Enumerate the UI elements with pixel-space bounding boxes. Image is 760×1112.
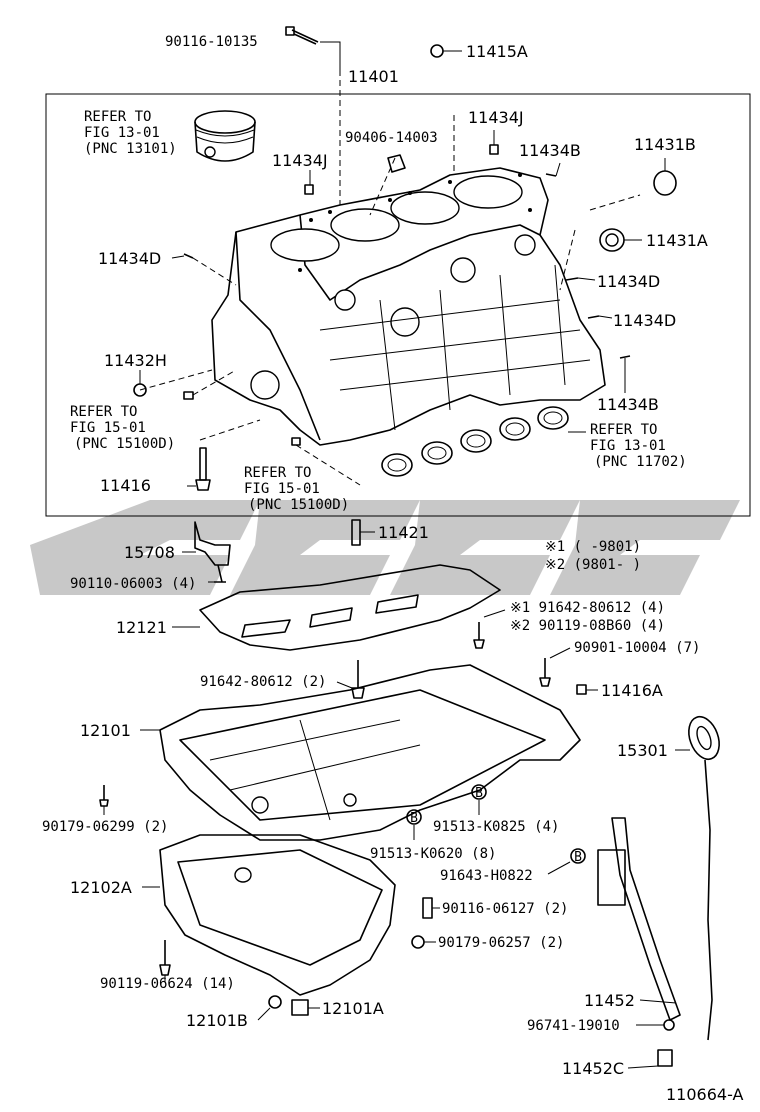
- label-11431B: 11431B: [634, 135, 696, 154]
- crank-bearings-drawing: [381, 406, 569, 477]
- label-refer4-line1: REFER TO: [244, 465, 311, 481]
- pin-11421-shape: [351, 519, 361, 546]
- label-11452C: 11452C: [562, 1059, 624, 1078]
- label-refer2-line2: FIG 15-01: [70, 420, 146, 436]
- label-11421: 11421: [378, 523, 429, 542]
- label-90406-14003: 90406-14003: [345, 130, 438, 146]
- svg-text:B: B: [475, 786, 483, 801]
- cylinder-bore-3: [390, 191, 460, 225]
- label-11434B-top: 11434B: [519, 141, 581, 160]
- svg-text:B: B: [410, 811, 418, 826]
- lower-oil-pan-12102A-drawing: [159, 834, 396, 996]
- label-11434J-left: 11434J: [272, 151, 328, 170]
- piston-drawing: [194, 110, 256, 162]
- label-11434J-right: 11434J: [468, 108, 524, 127]
- label-12101B: 12101B: [186, 1011, 248, 1030]
- oil-pan-12101-drawing: [159, 664, 581, 841]
- label-96741-19010: 96741-19010: [527, 1018, 620, 1034]
- label-refer4-line3: (PNC 15100D): [248, 497, 349, 513]
- cylinder-bore-2: [330, 208, 400, 242]
- label-11452: 11452: [584, 991, 635, 1010]
- label-91513-K0620: 91513-K0620 (8): [370, 846, 496, 862]
- label-91642-80612-2: 91642-80612 (2): [200, 674, 326, 690]
- badge-b-2: B: [406, 809, 422, 826]
- label-note1: ※1 ( -9801): [545, 539, 641, 555]
- label-11415A: 11415A: [466, 42, 528, 61]
- label-refer2-line3: (PNC 15100D): [74, 436, 175, 452]
- label-12101A: 12101A: [322, 999, 384, 1018]
- label-90901-10004: 90901-10004 (7): [574, 640, 700, 656]
- label-refer4-line2: FIG 15-01: [244, 481, 320, 497]
- label-refer1-line2: FIG 13-01: [84, 125, 160, 141]
- dipstick-15301-drawing: [688, 715, 720, 1041]
- label-refer3-line2: FIG 13-01: [590, 438, 666, 454]
- label-12102A: 12102A: [70, 878, 132, 897]
- label-90119-08B60: ※2 90119-08B60 (4): [510, 618, 665, 634]
- label-refer3-line1: REFER TO: [590, 422, 657, 438]
- bracket-15708-drawing: [194, 521, 231, 583]
- watermark-shape: [30, 500, 740, 595]
- label-91642-80612-4: ※1 91642-80612 (4): [510, 600, 665, 616]
- svg-text:B: B: [574, 850, 582, 865]
- cylinder-bore-4: [453, 175, 523, 209]
- label-11416A: 11416A: [601, 681, 663, 700]
- label-11401: 11401: [348, 67, 399, 86]
- label-11434D-left: 11434D: [98, 249, 161, 268]
- label-note2: ※2 (9801- ): [545, 557, 641, 573]
- label-91643-H0822: 91643-H0822: [440, 868, 533, 884]
- label-12121: 12121: [116, 618, 167, 637]
- lower-small-parts: [99, 622, 675, 1067]
- label-11432H: 11432H: [104, 351, 167, 370]
- label-90179-06257: 90179-06257 (2): [438, 935, 564, 951]
- label-refer2-line1: REFER TO: [70, 404, 137, 420]
- block-small-parts: [133, 26, 677, 491]
- label-11434D-right: 11434D: [613, 311, 676, 330]
- cylinder-bore-1: [270, 228, 340, 262]
- label-90119-06624: 90119-06624 (14): [100, 976, 235, 992]
- label-11416: 11416: [100, 476, 151, 495]
- label-refer1-line3: (PNC 13101): [84, 141, 177, 157]
- label-15708: 15708: [124, 543, 175, 562]
- label-11431A: 11431A: [646, 231, 708, 250]
- label-91513-K0825: 91513-K0825 (4): [433, 819, 559, 835]
- label-refer1-line1: REFER TO: [84, 109, 151, 125]
- label-12101: 12101: [80, 721, 131, 740]
- dipstick-guide-11452-drawing: [597, 817, 681, 1021]
- cylinder-block-drawing: [211, 167, 606, 446]
- diagram-id: 110664-A: [666, 1085, 744, 1104]
- label-90179-06299: 90179-06299 (2): [42, 819, 168, 835]
- leader-lines: [103, 41, 690, 1069]
- badge-b-3: B: [570, 848, 586, 865]
- block-group-frame: [45, 93, 751, 517]
- label-15301: 15301: [617, 741, 668, 760]
- baffle-plate-12121-drawing: [199, 564, 501, 651]
- label-90116-10135: 90116-10135: [165, 34, 258, 50]
- label-refer3-line3: (PNC 11702): [594, 454, 687, 470]
- label-90110-06003: 90110-06003 (4): [70, 576, 196, 592]
- label-11434B-bottom: 11434B: [597, 395, 659, 414]
- block-dashed-leaders: [139, 70, 641, 486]
- label-90116-06127: 90116-06127 (2): [442, 901, 568, 917]
- badge-b-1: B: [471, 784, 487, 801]
- label-11434D-mid: 11434D: [597, 272, 660, 291]
